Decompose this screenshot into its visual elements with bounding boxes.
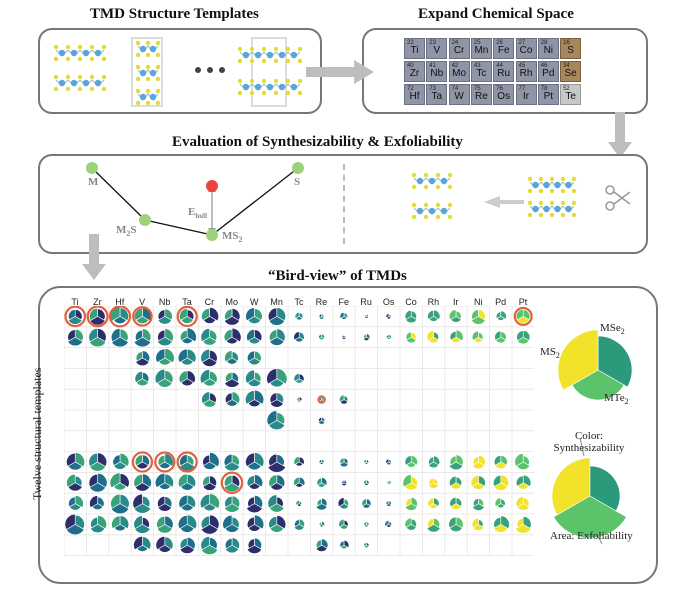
legend-mse2: MSe2 xyxy=(600,322,625,337)
legend-ms2: MS2 xyxy=(540,346,560,361)
convex-hull-diagram xyxy=(86,162,304,241)
label-s: S xyxy=(294,176,301,188)
templates-title: TMD Structure Templates xyxy=(90,6,259,22)
col-ir: Ir xyxy=(453,297,459,307)
node-ms2 xyxy=(206,229,218,241)
col-re: Re xyxy=(315,297,328,307)
arrow-right-icon xyxy=(306,60,374,84)
legend-mte2: MTe2 xyxy=(604,392,629,407)
col-pd: Pd xyxy=(495,297,507,307)
templates-panel xyxy=(38,28,322,114)
row-label: Twelve structural templates xyxy=(30,367,44,500)
node-m2s xyxy=(139,214,151,226)
col-mn: Mn xyxy=(270,297,283,307)
col-ta: Ta xyxy=(182,297,192,307)
col-w: W xyxy=(249,297,259,307)
col-co: Co xyxy=(405,297,417,307)
col-ti: Ti xyxy=(71,297,79,307)
col-tc: Tc xyxy=(294,297,304,307)
col-rh: Rh xyxy=(427,297,440,307)
exfoliation-illustration xyxy=(411,172,631,220)
col-os: Os xyxy=(382,297,395,307)
label-ehull: Ehull xyxy=(188,206,208,221)
node-m xyxy=(86,162,98,174)
col-ni: Ni xyxy=(473,297,483,307)
col-v: V xyxy=(139,297,146,307)
col-ru: Ru xyxy=(360,297,372,307)
node-unstable xyxy=(206,180,218,192)
col-zr: Zr xyxy=(93,297,102,307)
label-m: M xyxy=(88,176,99,188)
birdview-title: “Bird-view” of TMDs xyxy=(268,268,407,284)
pie-grid xyxy=(64,306,534,557)
arrow-down-icon xyxy=(608,112,632,158)
col-mo: Mo xyxy=(225,297,239,307)
legend-pies xyxy=(551,329,633,545)
col-hf: Hf xyxy=(115,297,125,307)
divider xyxy=(343,164,345,244)
col-pt: Pt xyxy=(518,297,528,307)
col-cr: Cr xyxy=(204,297,215,307)
arrow-down-icon-left xyxy=(82,234,106,280)
templates-structures xyxy=(53,37,303,107)
col-fe: Fe xyxy=(338,297,350,307)
label-m2s: M2S xyxy=(116,224,137,239)
node-s xyxy=(292,162,304,174)
label-ms2: MS2 xyxy=(222,230,243,245)
evaluation-title: Evaluation of Synthesizability & Exfolia… xyxy=(172,134,463,150)
legend-area: Area: Exfoliability xyxy=(550,530,633,542)
col-nb: Nb xyxy=(158,297,171,307)
legend-color: Color:Synthesizability xyxy=(553,430,625,454)
expand-title: Expand Chemical Space xyxy=(418,6,574,22)
